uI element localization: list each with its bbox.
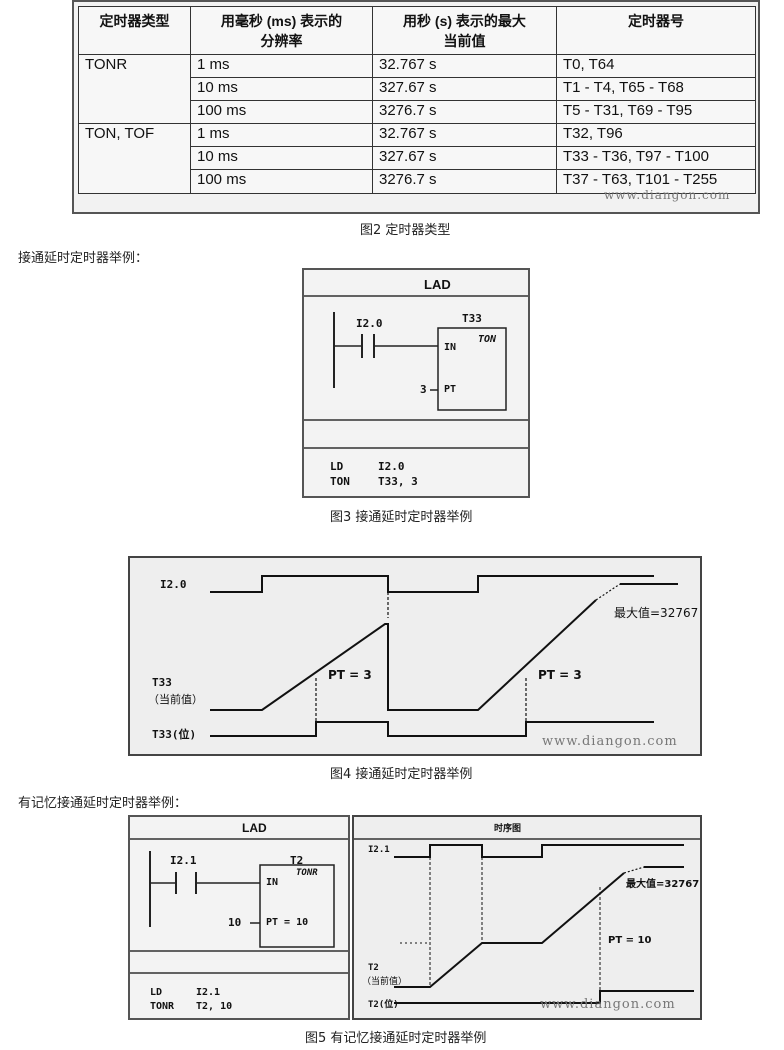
table-cell-type-empty bbox=[78, 146, 191, 170]
pt-label: PT = 10 bbox=[266, 917, 309, 928]
table-row: 10 ms 327.67 s T1 - T4, T65 - T68 bbox=[78, 77, 756, 101]
table-row: 10 ms 327.67 s T33 - T36, T97 - T100 bbox=[78, 146, 756, 170]
stl-op-2: TONR bbox=[150, 1001, 175, 1012]
timer-type-table-frame: 定时器类型 用毫秒 (ms) 表示的分辨率 用秒 (s) 表示的最大当前值 定时… bbox=[72, 0, 760, 214]
contact-label: I2.0 bbox=[356, 317, 383, 330]
table-cell: T37 - T63, T101 - T255 bbox=[556, 169, 756, 194]
watermark: www.diangon.com bbox=[542, 734, 678, 749]
table-cell: 1 ms bbox=[190, 123, 373, 147]
table-header-type: 定时器类型 bbox=[78, 6, 191, 55]
table-cell: 10 ms bbox=[190, 146, 373, 170]
stl-arg-2: T33, 3 bbox=[378, 475, 418, 488]
table-cell: 3276.7 s bbox=[372, 100, 557, 124]
timing-ton-graphic bbox=[210, 575, 678, 737]
table-cell: 32.767 s bbox=[372, 54, 557, 78]
table-cell: T1 - T4, T65 - T68 bbox=[556, 77, 756, 101]
signal-label-bit: T2(位) bbox=[368, 1000, 399, 1010]
timing-header: 时序图 bbox=[494, 824, 522, 834]
table-cell: 100 ms bbox=[190, 169, 373, 194]
table-cell: T0, T64 bbox=[556, 54, 756, 78]
table-row: TONR 1 ms 32.767 s T0, T64 bbox=[78, 54, 756, 78]
signal-label-current-sub: （当前值） bbox=[362, 977, 408, 987]
stl-op-2: TON bbox=[330, 475, 350, 488]
table-cell-type-empty bbox=[78, 77, 191, 101]
timer-type-label: TONR bbox=[296, 868, 318, 878]
signal-label-input: I2.0 bbox=[160, 578, 187, 591]
timing-diagram-tonr: 时序图 I2.1 T2 （当前值） T2(位) PT = 10 最大值=3276… bbox=[352, 815, 702, 1020]
in-label: IN bbox=[444, 342, 457, 353]
timer-type-label: TON bbox=[478, 334, 497, 345]
stl-arg-1: I2.1 bbox=[196, 987, 221, 998]
lad-tonr-graphic bbox=[130, 838, 348, 974]
table-cell: 32.767 s bbox=[372, 123, 557, 147]
lad-diagram-tonr: LAD I2.1 T2 TONR IN PT = 10 10 LD I2.1 T… bbox=[128, 815, 350, 1020]
max-value-annotation: 最大值=32767 bbox=[614, 606, 699, 620]
figure-caption-4: 图4 接通延时定时器举例 bbox=[330, 767, 473, 782]
table-cell: 327.67 s bbox=[372, 146, 557, 170]
watermark: www.diangon.com bbox=[540, 997, 676, 1012]
stl-op-1: LD bbox=[150, 987, 163, 998]
lad-diagram-ton: LAD I2.0 T33 TON IN PT 3 LD I2.0 TON T33… bbox=[302, 268, 530, 498]
timer-label: T33 bbox=[462, 312, 482, 325]
table-row: 100 ms 3276.7 s T5 - T31, T69 - T95 bbox=[78, 100, 756, 124]
lad-ton-graphic bbox=[304, 295, 528, 449]
figure-caption-3: 图3 接通延时定时器举例 bbox=[330, 510, 473, 525]
contact-label: I2.1 bbox=[170, 854, 197, 867]
signal-label-current: T2 bbox=[368, 963, 379, 973]
signal-label-bit: T33(位) bbox=[152, 728, 197, 741]
timing-diagram-ton: I2.0 T33 （当前值） T33(位) PT = 3 PT = 3 最大值=… bbox=[128, 556, 702, 756]
signal-label-current-sub: （当前值） bbox=[148, 693, 203, 706]
pt-annotation: PT = 10 bbox=[608, 935, 652, 946]
stl-arg-2: T2, 10 bbox=[196, 1001, 233, 1012]
table-cell: 10 ms bbox=[190, 77, 373, 101]
pt-annotation-1: PT = 3 bbox=[328, 668, 372, 682]
pt-value: 10 bbox=[228, 916, 242, 929]
signal-label-current: T33 bbox=[152, 676, 172, 689]
table-cell: 3276.7 s bbox=[372, 169, 557, 194]
table-cell: 327.67 s bbox=[372, 77, 557, 101]
timing-tonr-graphic bbox=[354, 838, 700, 1004]
table-cell-type: TONR bbox=[78, 54, 191, 78]
table-cell-type-empty bbox=[78, 100, 191, 124]
signal-label-input: I2.1 bbox=[368, 845, 390, 855]
table-cell-type: TON, TOF bbox=[78, 123, 191, 147]
table-cell-type-empty bbox=[78, 169, 191, 194]
table-cell: T33 - T36, T97 - T100 bbox=[556, 146, 756, 170]
stl-op-1: LD bbox=[330, 460, 344, 473]
table-row: 100 ms 3276.7 s T37 - T63, T101 - T255 bbox=[78, 169, 756, 194]
table-header-max: 用秒 (s) 表示的最大当前值 bbox=[372, 6, 557, 55]
timer-type-table: 定时器类型 用毫秒 (ms) 表示的分辨率 用秒 (s) 表示的最大当前值 定时… bbox=[78, 6, 756, 194]
pt-annotation-2: PT = 3 bbox=[538, 668, 582, 682]
table-header-numbers: 定时器号 bbox=[556, 6, 756, 55]
lad-header: LAD bbox=[242, 821, 267, 835]
watermark: www.diangon.com bbox=[604, 188, 731, 202]
table-cell: 1 ms bbox=[190, 54, 373, 78]
in-label: IN bbox=[266, 877, 279, 888]
paragraph-tonr-intro: 有记忆接通延时定时器举例： bbox=[18, 796, 188, 811]
lad-header: LAD bbox=[424, 277, 451, 292]
figure-caption-5: 图5 有记忆接通延时定时器举例 bbox=[305, 1031, 487, 1046]
pt-value: 3 bbox=[420, 383, 427, 396]
pt-label: PT bbox=[444, 384, 457, 395]
figure-caption-2: 图2 定时器类型 bbox=[360, 223, 451, 238]
max-value-annotation: 最大值=32767 bbox=[626, 879, 700, 890]
table-header-row: 定时器类型 用毫秒 (ms) 表示的分辨率 用秒 (s) 表示的最大当前值 定时… bbox=[78, 6, 756, 55]
table-cell: T32, T96 bbox=[556, 123, 756, 147]
paragraph-ton-intro: 接通延时定时器举例： bbox=[18, 251, 149, 266]
table-row: TON, TOF 1 ms 32.767 s T32, T96 bbox=[78, 123, 756, 147]
stl-arg-1: I2.0 bbox=[378, 460, 405, 473]
table-cell: T5 - T31, T69 - T95 bbox=[556, 100, 756, 124]
table-header-resolution: 用毫秒 (ms) 表示的分辨率 bbox=[190, 6, 373, 55]
timer-label: T2 bbox=[290, 854, 304, 867]
table-cell: 100 ms bbox=[190, 100, 373, 124]
